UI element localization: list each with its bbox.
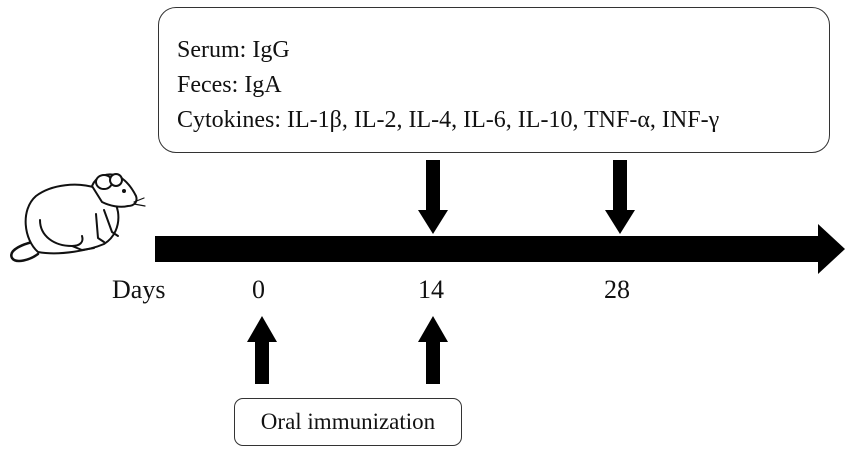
feces-label: Feces: IgA [177, 72, 282, 98]
serum-label: Serum: IgG [177, 37, 290, 63]
oral-immunization-label: Oral immunization [260, 409, 436, 434]
day-tick-0: 0 [252, 275, 265, 304]
timeline-arrow [155, 224, 845, 274]
cytokines-label: Cytokines: IL-1β, IL-2, IL-4, IL-6, IL-1… [177, 107, 720, 133]
immunization-arrow-day0 [247, 316, 277, 384]
sampling-box: Serum: IgG Feces: IgA Cytokines: IL-1β, … [158, 7, 830, 153]
mouse-icon [10, 173, 146, 263]
sampling-arrow-day14 [418, 160, 448, 234]
oral-immunization-box: Oral immunization [234, 398, 462, 446]
day-tick-14: 14 [418, 275, 444, 304]
days-axis-label: Days [112, 275, 166, 304]
immunization-arrow-day14 [418, 316, 448, 384]
day-tick-28: 28 [604, 275, 630, 304]
sampling-arrow-day28 [605, 160, 635, 234]
